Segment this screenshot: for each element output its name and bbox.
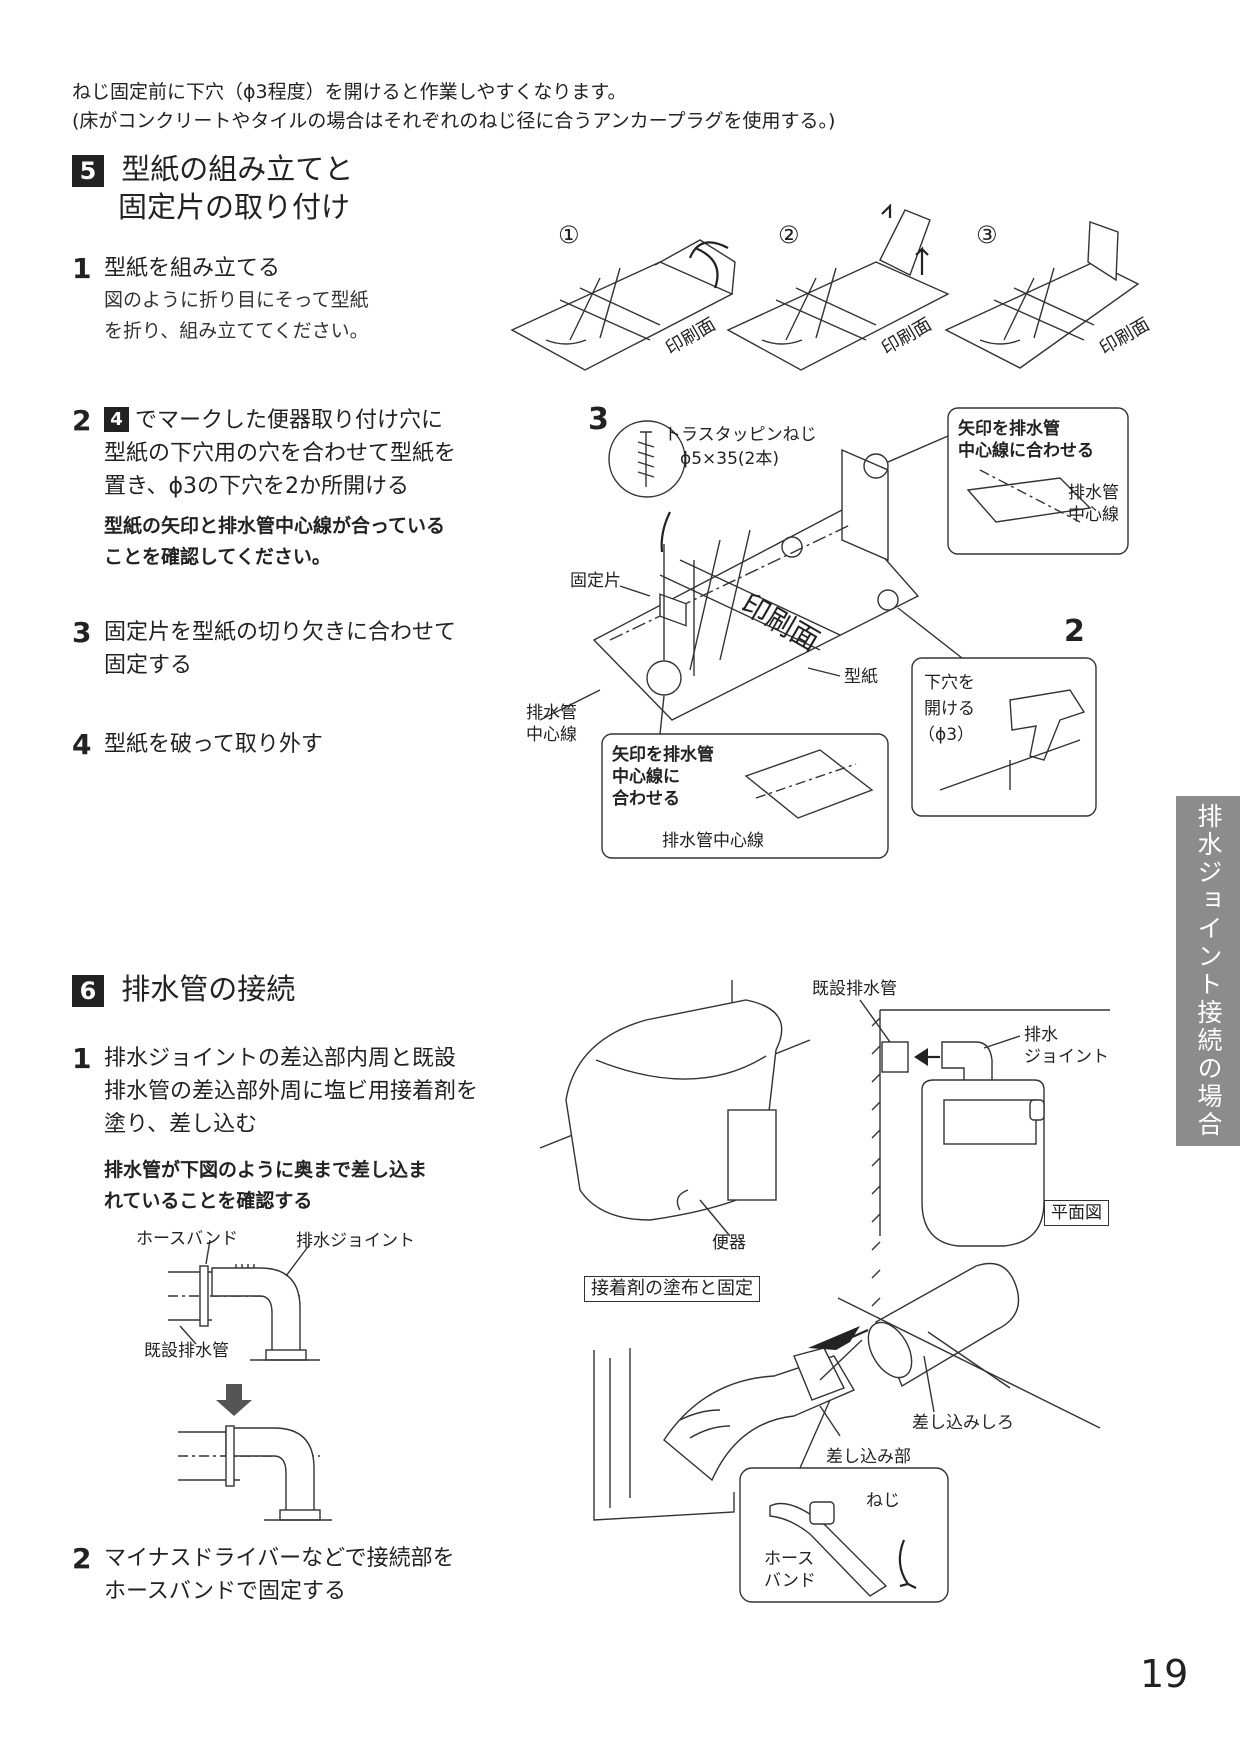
callout-top-pipe-2: 中心線 [1068,505,1119,525]
existing-pipe-top-label: 既設排水管 [812,979,897,999]
plan-view-drawing [859,999,1110,1307]
toilet-label: 便器 [712,1233,746,1253]
drill-label-2: 開ける [924,699,975,719]
step-text: 型紙を破って取り外す [104,732,323,757]
pipe-center-label-2: 中心線 [526,725,577,745]
adhesive-box-label: 接着剤の塗布と固定 [584,1276,760,1302]
marker-3: 3 [588,402,609,437]
step-5-4: 4 型紙を破って取り外す [72,728,532,761]
step-sub-2: を折り、組み立ててください。 [104,320,369,342]
callout-bottom-line-2: 中心線に [612,767,680,787]
pipe-joint-before [168,1239,320,1361]
fig-circle-2: ② [778,221,800,249]
drain-joint-top-1: 排水 [1024,1025,1058,1045]
fig-circle-3: ③ [976,221,998,249]
step-note-2: れていることを確認する [104,1190,313,1212]
section-number-badge: 6 [72,975,104,1007]
callout-top-pipe-1: 排水管 [1068,483,1119,503]
callout-top-line-1: 矢印を排水管 [958,419,1060,439]
step-text-1: 固定片を型紙の切り欠きに合わせて [104,620,457,645]
step-text-1: マイナスドライバーなどで接続部を [104,1546,455,1571]
step-number: 2 [72,1542,92,1575]
drill-label-3: （ϕ3） [918,725,975,745]
step-text-2: 排水管の差込部外周に塩ビ用接着剤を [104,1079,479,1104]
step-text-1: でマークした便器取り付け穴に [135,408,444,433]
step-5-3: 3 固定片を型紙の切り欠きに合わせて 固定する [72,616,532,682]
section-5-heading: 5 型紙の組み立てと 固定片の取り付け [72,150,353,226]
intro-text: ねじ固定前に下穴（ϕ3程度）を開けると作業しやすくなります。 (床がコンクリート… [72,78,835,136]
screw-label-2: ϕ5×35(2本) [680,449,779,469]
step-text: 型紙を組み立てる [104,256,281,281]
step-text-3: 塗り、差し込む [104,1112,258,1137]
plan-view-label: 平面図 [1044,1200,1109,1226]
pipe-joint-after [178,1425,332,1521]
step-5-1: 1 型紙を組み立てる 図のように折り目にそって型紙 を折り、組み立ててください。 [72,252,512,347]
section-5-title-line-2: 固定片の取り付け [118,190,351,224]
step-6-2: 2 マイナスドライバーなどで接続部を ホースバンドで固定する [72,1542,542,1608]
pipe-center-label-1: 排水管 [526,703,577,723]
step-number: 1 [72,252,92,285]
page-number: 19 [1140,1652,1189,1696]
callout-bottom-pipe: 排水管中心線 [662,831,764,851]
hose-band-label: ホースバンド [136,1229,238,1249]
drain-joint-label: 排水ジョイント [296,1231,415,1251]
template-main-drawing [539,407,1129,859]
hose-band-detail-1: ホース [764,1549,815,1569]
step-number: 3 [72,616,92,649]
step-number: 4 [72,728,92,761]
fig-circle-1: ① [558,221,580,249]
step-note-1: 排水管が下図のように奥まで差し込ま [104,1159,428,1181]
step-text-2: 型紙の下穴用の穴を合わせて型紙を [104,441,457,466]
existing-pipe-label: 既設排水管 [144,1341,229,1361]
hose-band-detail-2: バンド [764,1571,816,1591]
drain-joint-top-2: ジョイント [1024,1047,1109,1067]
step-text-1: 排水ジョイントの差込部内周と既設 [104,1046,457,1071]
insertion-margin-label: 差し込みしろ [912,1413,1014,1433]
intro-line-1: ねじ固定前に下穴（ϕ3程度）を開けると作業しやすくなります。 [72,81,627,103]
step-text-2: ホースバンドで固定する [104,1579,347,1604]
step-text-3: 置き、ϕ3の下穴を2か所開ける [104,474,409,499]
step-sub-1: 図のように折り目にそって型紙 [104,289,369,311]
screw-label: ねじ [866,1491,900,1511]
intro-line-2: (床がコンクリートやタイルの場合はそれぞれのねじ径に合うアンカープラグを使用する… [72,110,836,132]
callout-bottom-line-3: 合わせる [612,789,680,809]
step-number: 2 [72,404,92,437]
section-6-heading: 6 排水管の接続 [72,970,295,1008]
template-sheet-2 [726,203,950,371]
template-label: 型紙 [844,667,878,687]
drill-label-1: 下穴を [924,673,975,693]
step-note-1: 型紙の矢印と排水管中心線が合っている [104,515,446,537]
template-sheet-1 [510,239,736,371]
section-6-title: 排水管の接続 [121,972,296,1006]
callout-top-line-2: 中心線に合わせる [958,441,1094,461]
fixing-piece-label: 固定片 [570,571,621,591]
section-5-title-line-1: 型紙の組み立てと [121,152,354,186]
insertion-part-label: 差し込み部 [826,1447,911,1467]
screw-label-1: トラスタッピンねじ [664,425,817,445]
toilet-drawing [539,980,811,1237]
step-text-2: 固定する [104,653,193,678]
template-sheet-3 [944,221,1140,369]
adhesive-detail-drawing [593,1262,1101,1603]
side-tab: 排水ジョイント接続の場合 [1176,796,1240,1146]
callout-bottom-line-1: 矢印を排水管 [612,745,714,765]
step-note-2: ことを確認してください。 [104,546,331,568]
marker-2: 2 [1064,614,1085,649]
step-number: 1 [72,1042,92,1075]
ref-badge: 4 [104,407,129,432]
section-number-badge: 5 [72,155,104,187]
step-6-1: 1 排水ジョイントの差込部内周と既設 排水管の差込部外周に塩ビ用接着剤を 塗り、… [72,1042,542,1217]
